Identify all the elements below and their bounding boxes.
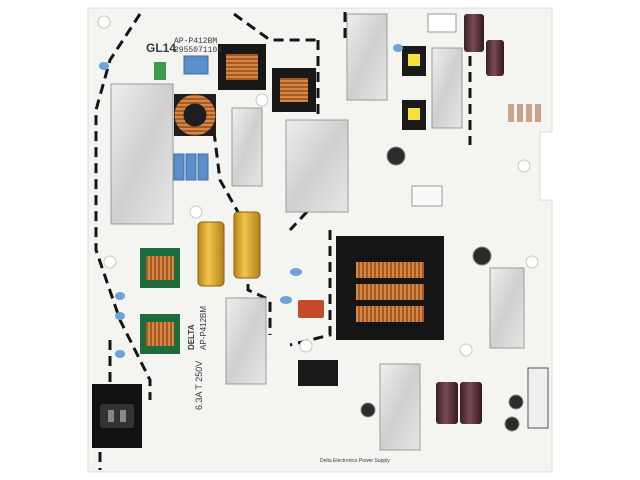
choke-upper <box>140 248 180 288</box>
heatsink-right-top <box>431 47 463 129</box>
main-transformer <box>336 236 444 340</box>
inductor-top-right <box>272 68 316 112</box>
film-capacitors <box>173 55 209 181</box>
board-serial-label: 2955071104 <box>174 46 222 55</box>
heatsink-top-center <box>346 13 388 101</box>
vertical-model-label: AP-P412BM <box>199 306 208 350</box>
capacitor-gold-2 <box>233 211 261 279</box>
qr-label <box>411 185 443 207</box>
transformer-small-2 <box>402 100 426 130</box>
output-connector-right <box>527 367 549 429</box>
transformer-small-1 <box>402 46 426 76</box>
small-capacitors-blue <box>99 44 403 358</box>
mounting-holes <box>97 15 539 357</box>
capacitor-gold-1 <box>197 221 225 287</box>
heatsink-right-middle <box>489 267 525 349</box>
barcode-sticker <box>427 13 457 33</box>
heatsink-left <box>110 83 174 225</box>
board-model-label: AP-P412BM <box>174 37 217 46</box>
fuse-rating-label: 6.3A T 250V <box>194 361 204 410</box>
heatsink-lower-left <box>225 297 267 385</box>
capacitor-red <box>298 300 324 318</box>
footer-label: Delta Electronics Power Supply <box>320 458 390 464</box>
heatsink-middle <box>285 119 349 213</box>
electrolytic-capacitors <box>360 14 524 432</box>
choke-lower <box>140 314 180 354</box>
capacitor-green <box>154 62 166 80</box>
resistors-right <box>508 104 541 122</box>
heatsink-lower-center <box>379 363 421 451</box>
toroid-inductor <box>174 94 216 136</box>
delta-brand-label: DELTA <box>187 324 196 350</box>
inductor-top-left <box>218 44 266 90</box>
ac-input-connector <box>92 384 142 448</box>
board-code-label: GL14 <box>146 41 176 55</box>
heatsink-small-left <box>231 107 263 187</box>
connector-black <box>298 360 338 386</box>
